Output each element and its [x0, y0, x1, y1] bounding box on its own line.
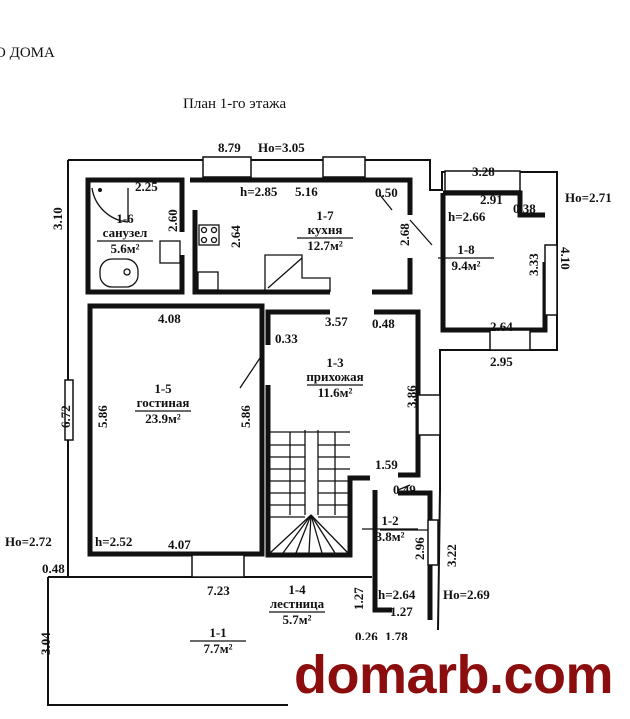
dimension-label: 1.59	[375, 457, 398, 472]
room-id: 1-8	[457, 242, 475, 257]
room-id: 1-6	[116, 211, 134, 226]
dimension-label: 6.72	[58, 405, 73, 428]
stair-step	[282, 514, 312, 554]
room-name: санузел	[103, 225, 148, 240]
dimension-label: 3.57	[325, 314, 348, 329]
dimension-label: 4.07	[168, 537, 191, 552]
plan-title: План 1-го этажа	[183, 96, 286, 112]
dimension-label: 3.33	[526, 253, 541, 276]
dimension-label: 3.28	[472, 164, 495, 179]
room-area: 9.4м²	[451, 258, 480, 273]
sink-icon	[159, 240, 181, 264]
room-area: 5.7м²	[282, 612, 311, 627]
watermark: domarb.com	[288, 640, 630, 719]
dimension-label: 2.64	[490, 319, 513, 334]
dimension-label: 0.33	[275, 331, 298, 346]
dimension-label: 7.23	[207, 583, 230, 598]
dimension-label: 5.16	[295, 184, 318, 199]
room-name: гостиная	[137, 395, 190, 410]
toilet-icon	[99, 258, 139, 288]
room-id: 1-2	[381, 513, 398, 528]
dimension-label: h=2.66	[448, 209, 486, 224]
dimension-label: 3.86	[404, 385, 419, 408]
dimension-label: h=2.64	[378, 587, 416, 602]
stair-step	[308, 514, 312, 554]
dimension-label: 3.04	[38, 632, 53, 655]
dimension-label: Ho=2.71	[565, 190, 612, 205]
dimension-label: h=2.85	[240, 184, 278, 199]
room-name: кухня	[308, 222, 343, 237]
dimension-label: Ho=3.05	[258, 140, 305, 155]
dimension-label: Ho=2.69	[443, 587, 490, 602]
dimension-label: 4.08	[158, 311, 181, 326]
room-area: 7.7м²	[203, 641, 232, 656]
dimension-label: 2.95	[490, 354, 513, 369]
room-id: 1-3	[326, 355, 344, 370]
room-area: 23.9м²	[145, 411, 181, 426]
fixtures	[91, 187, 433, 491]
dimension-label: 2.68	[397, 223, 412, 246]
stair-step	[269, 514, 312, 554]
dimension-label: 4.10	[558, 247, 573, 270]
dimension-label: 5.86	[95, 405, 110, 428]
header-text: О ДОМА	[0, 45, 55, 61]
room-area: 5.6м²	[110, 241, 139, 256]
dimension-label: 3.22	[444, 544, 459, 567]
dimension-label: 1.27	[390, 604, 413, 619]
dimension-label: 0.38	[513, 201, 536, 216]
room-id: 1-1	[209, 625, 226, 640]
dimension-label: 2.25	[135, 179, 158, 194]
dimension-label: h=2.52	[95, 534, 132, 549]
watermark-text: domarb.com	[294, 645, 614, 705]
dimension-label: 0.50	[375, 185, 398, 200]
dimension-label: 2.60	[165, 209, 180, 232]
stove-icon	[198, 224, 220, 246]
drain-icon	[98, 188, 102, 192]
room-id: 1-4	[288, 582, 306, 597]
room-area: 11.6м²	[318, 385, 353, 400]
room-area: 3.8м²	[375, 529, 404, 544]
stair-step	[310, 514, 336, 554]
dimension-label: 0.48	[372, 316, 395, 331]
dimension-label: 2.96	[412, 537, 427, 560]
dimension-label: Ho=2.72	[5, 534, 52, 549]
stair-step	[295, 514, 312, 554]
dimension-label: 8.79	[218, 140, 241, 155]
room-area: 12.7м²	[307, 238, 343, 253]
room-id: 1-5	[154, 381, 172, 396]
dimension-label: 2.64	[228, 225, 243, 248]
dimension-label: 5.86	[238, 405, 253, 428]
windows	[64, 156, 558, 578]
staircase	[269, 430, 350, 554]
stair-step	[310, 514, 349, 554]
dimension-label: 0.49	[393, 482, 416, 497]
dimension-label: 3.10	[50, 207, 65, 230]
room-id: 1-7	[316, 208, 334, 223]
dimension-label: 2.91	[480, 192, 503, 207]
room-name: лестница	[270, 596, 325, 611]
dimension-label: 0.48	[42, 561, 65, 576]
stair-step	[310, 514, 323, 554]
dimension-label: 1.27	[351, 587, 366, 610]
room-name: прихожая	[306, 369, 363, 384]
